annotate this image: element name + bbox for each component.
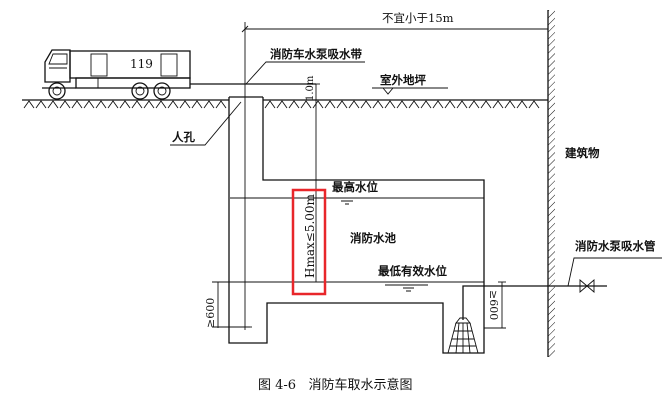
building-label: 建筑物 [565,146,600,160]
gate-valve-icon [579,279,595,293]
ground-hatch [23,100,540,109]
high-level-label: 最高水位 [332,180,378,194]
left-dimension-label: ≥600 [204,298,217,328]
pool-outline [228,96,485,354]
distance-label: 不宜小于15m [382,11,454,25]
fire-truck: 119 [42,49,191,100]
foot-valve-strainer-icon [447,317,479,354]
suction-pipe [462,285,607,320]
ground-hatch-mark [264,100,540,109]
depth-1m-label: 1.0m [305,75,316,101]
hose-label: 消防车水泵吸水带 [270,47,362,61]
suction-pipe-label: 消防水泵吸水管 [575,239,656,253]
pool-label: 消防水池 [350,231,396,245]
building-wall [548,10,555,357]
manhole-label: 人孔 [172,130,195,144]
hmax-highlight-box [291,188,327,296]
ground-level-label: 室外地坪 [380,73,426,87]
truck-number: 119 [130,57,153,71]
hmax-label: Hmax≤5.00m [303,193,317,278]
ground-hatch-mark [23,100,227,109]
right-dimension-label: ≥600 [487,290,500,320]
low-level-label: 最低有效水位 [378,264,447,278]
figure-caption: 图 4-6 消防车取水示意图 [258,377,412,393]
